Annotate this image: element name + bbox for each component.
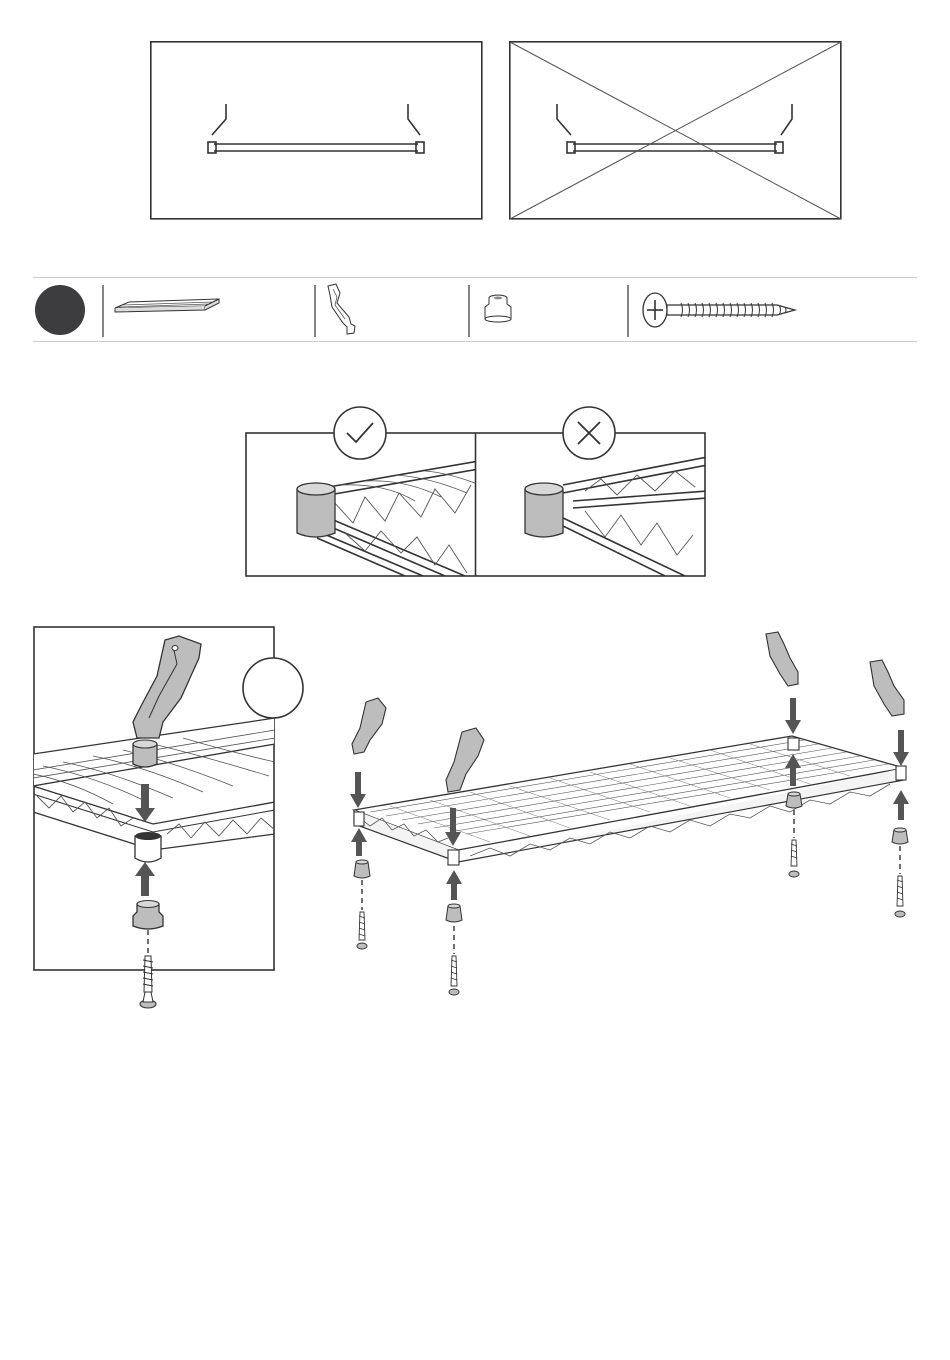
bracket-icon [328,284,355,334]
cross-icon [563,407,615,459]
assembly-diagram [330,628,920,1008]
bracket-icon [870,660,904,716]
detail-panel [33,626,308,1012]
detail-callout-circle [243,658,303,718]
foot-cap-icon [485,295,511,322]
screw-icon [357,912,367,949]
checkmark-icon [334,407,386,459]
screw-icon [789,840,799,877]
foot-cap-icon [786,792,802,808]
screw-icon [643,293,795,327]
sleeve-comparison [245,405,707,578]
screw-icon [895,876,905,917]
parts-strip [33,277,917,343]
bracket-icon [766,632,798,686]
bracket-icon [352,698,386,754]
bracket-icon [446,728,484,792]
rod-level-icon [208,104,424,153]
screw-icon [449,956,459,995]
wire-shelf-icon [115,299,219,312]
foot-cap-icon [446,904,462,922]
rod-level-icon [557,104,792,153]
foot-cap-icon [133,901,163,930]
foot-cap-icon [354,860,370,878]
crossed-out-icon [510,42,841,219]
wire-shelf-icon [354,736,904,862]
step-marker [35,285,85,335]
foot-cap-icon [892,828,908,844]
rod-incorrect-panel [509,41,842,220]
rod-correct-panel [150,41,483,220]
